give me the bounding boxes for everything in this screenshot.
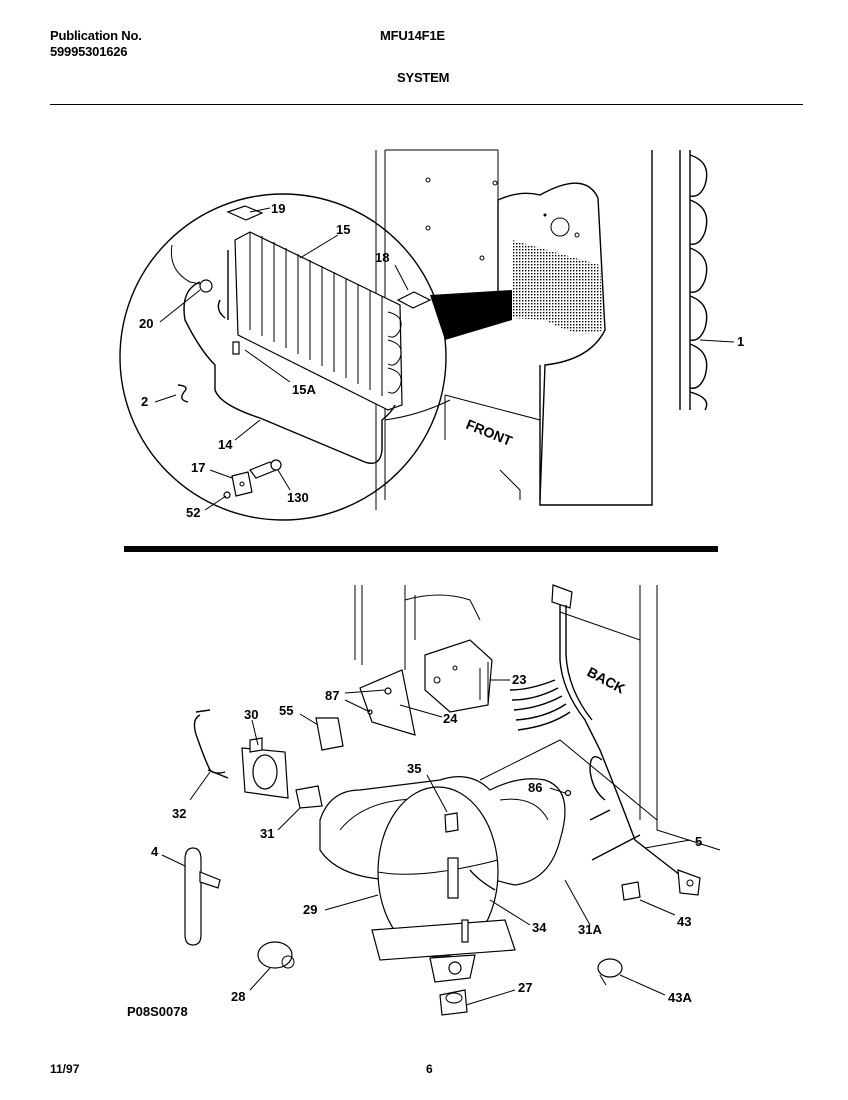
page-number: 6 (426, 1062, 433, 1076)
callout-86: 86 (528, 780, 542, 795)
callout-20: 20 (139, 316, 153, 331)
callout-24: 24 (443, 711, 458, 726)
relay-bracket-drawing (359, 639, 493, 736)
front-orientation-label: FRONT (464, 416, 515, 449)
callout-34: 34 (532, 920, 547, 935)
callout-29: 29 (303, 902, 317, 917)
callout-23: 23 (512, 672, 526, 687)
section-title: SYSTEM (397, 70, 450, 85)
callout-19: 19 (271, 201, 285, 216)
callout-43: 43 (677, 914, 691, 929)
callout-31a: 31A (578, 922, 602, 937)
figure-code: P08S0078 (127, 1004, 188, 1019)
callout-52: 52 (186, 505, 200, 520)
callout-18: 18 (375, 250, 389, 265)
overload-relay-drawing (193, 709, 344, 809)
callout-4: 4 (151, 844, 159, 859)
callout-15: 15 (336, 222, 350, 237)
callout-28: 28 (231, 989, 245, 1004)
condenser-coil-drawing (679, 150, 708, 411)
freezer-cabinet-drawing (375, 149, 653, 510)
footer-date: 11/97 (50, 1062, 80, 1076)
callout-14: 14 (218, 437, 233, 452)
header-divider (50, 104, 803, 105)
compressor-drawing (319, 776, 566, 1016)
drier-and-misc-drawing (184, 789, 641, 986)
callout-43a: 43A (668, 990, 692, 1005)
callout-5: 5 (695, 834, 702, 849)
callout-30: 30 (244, 707, 258, 722)
callout-32: 32 (172, 806, 186, 821)
publication-number: 59995301626 (50, 44, 128, 59)
model-number: MFU14F1E (380, 28, 445, 43)
lower-leader-lines (161, 679, 691, 1006)
callout-35: 35 (407, 761, 421, 776)
callout-87: 87 (325, 688, 339, 703)
publication-label: Publication No. (50, 28, 142, 43)
callout-130: 130 (287, 490, 309, 505)
upper-leader-lines (154, 207, 735, 511)
detail-magnifier-circle (119, 193, 447, 521)
back-orientation-label: BACK (585, 664, 628, 697)
compartment-drawing (354, 585, 721, 851)
callout-1: 1 (737, 334, 744, 349)
harness-drawing (509, 584, 701, 896)
callout-15a: 15A (292, 382, 316, 397)
callout-2: 2 (141, 394, 148, 409)
section-divider (124, 546, 718, 552)
callout-55: 55 (279, 703, 293, 718)
callout-31: 31 (260, 826, 274, 841)
evaporator-drawing (170, 205, 432, 499)
callout-17: 17 (191, 460, 205, 475)
callout-27: 27 (518, 980, 532, 995)
